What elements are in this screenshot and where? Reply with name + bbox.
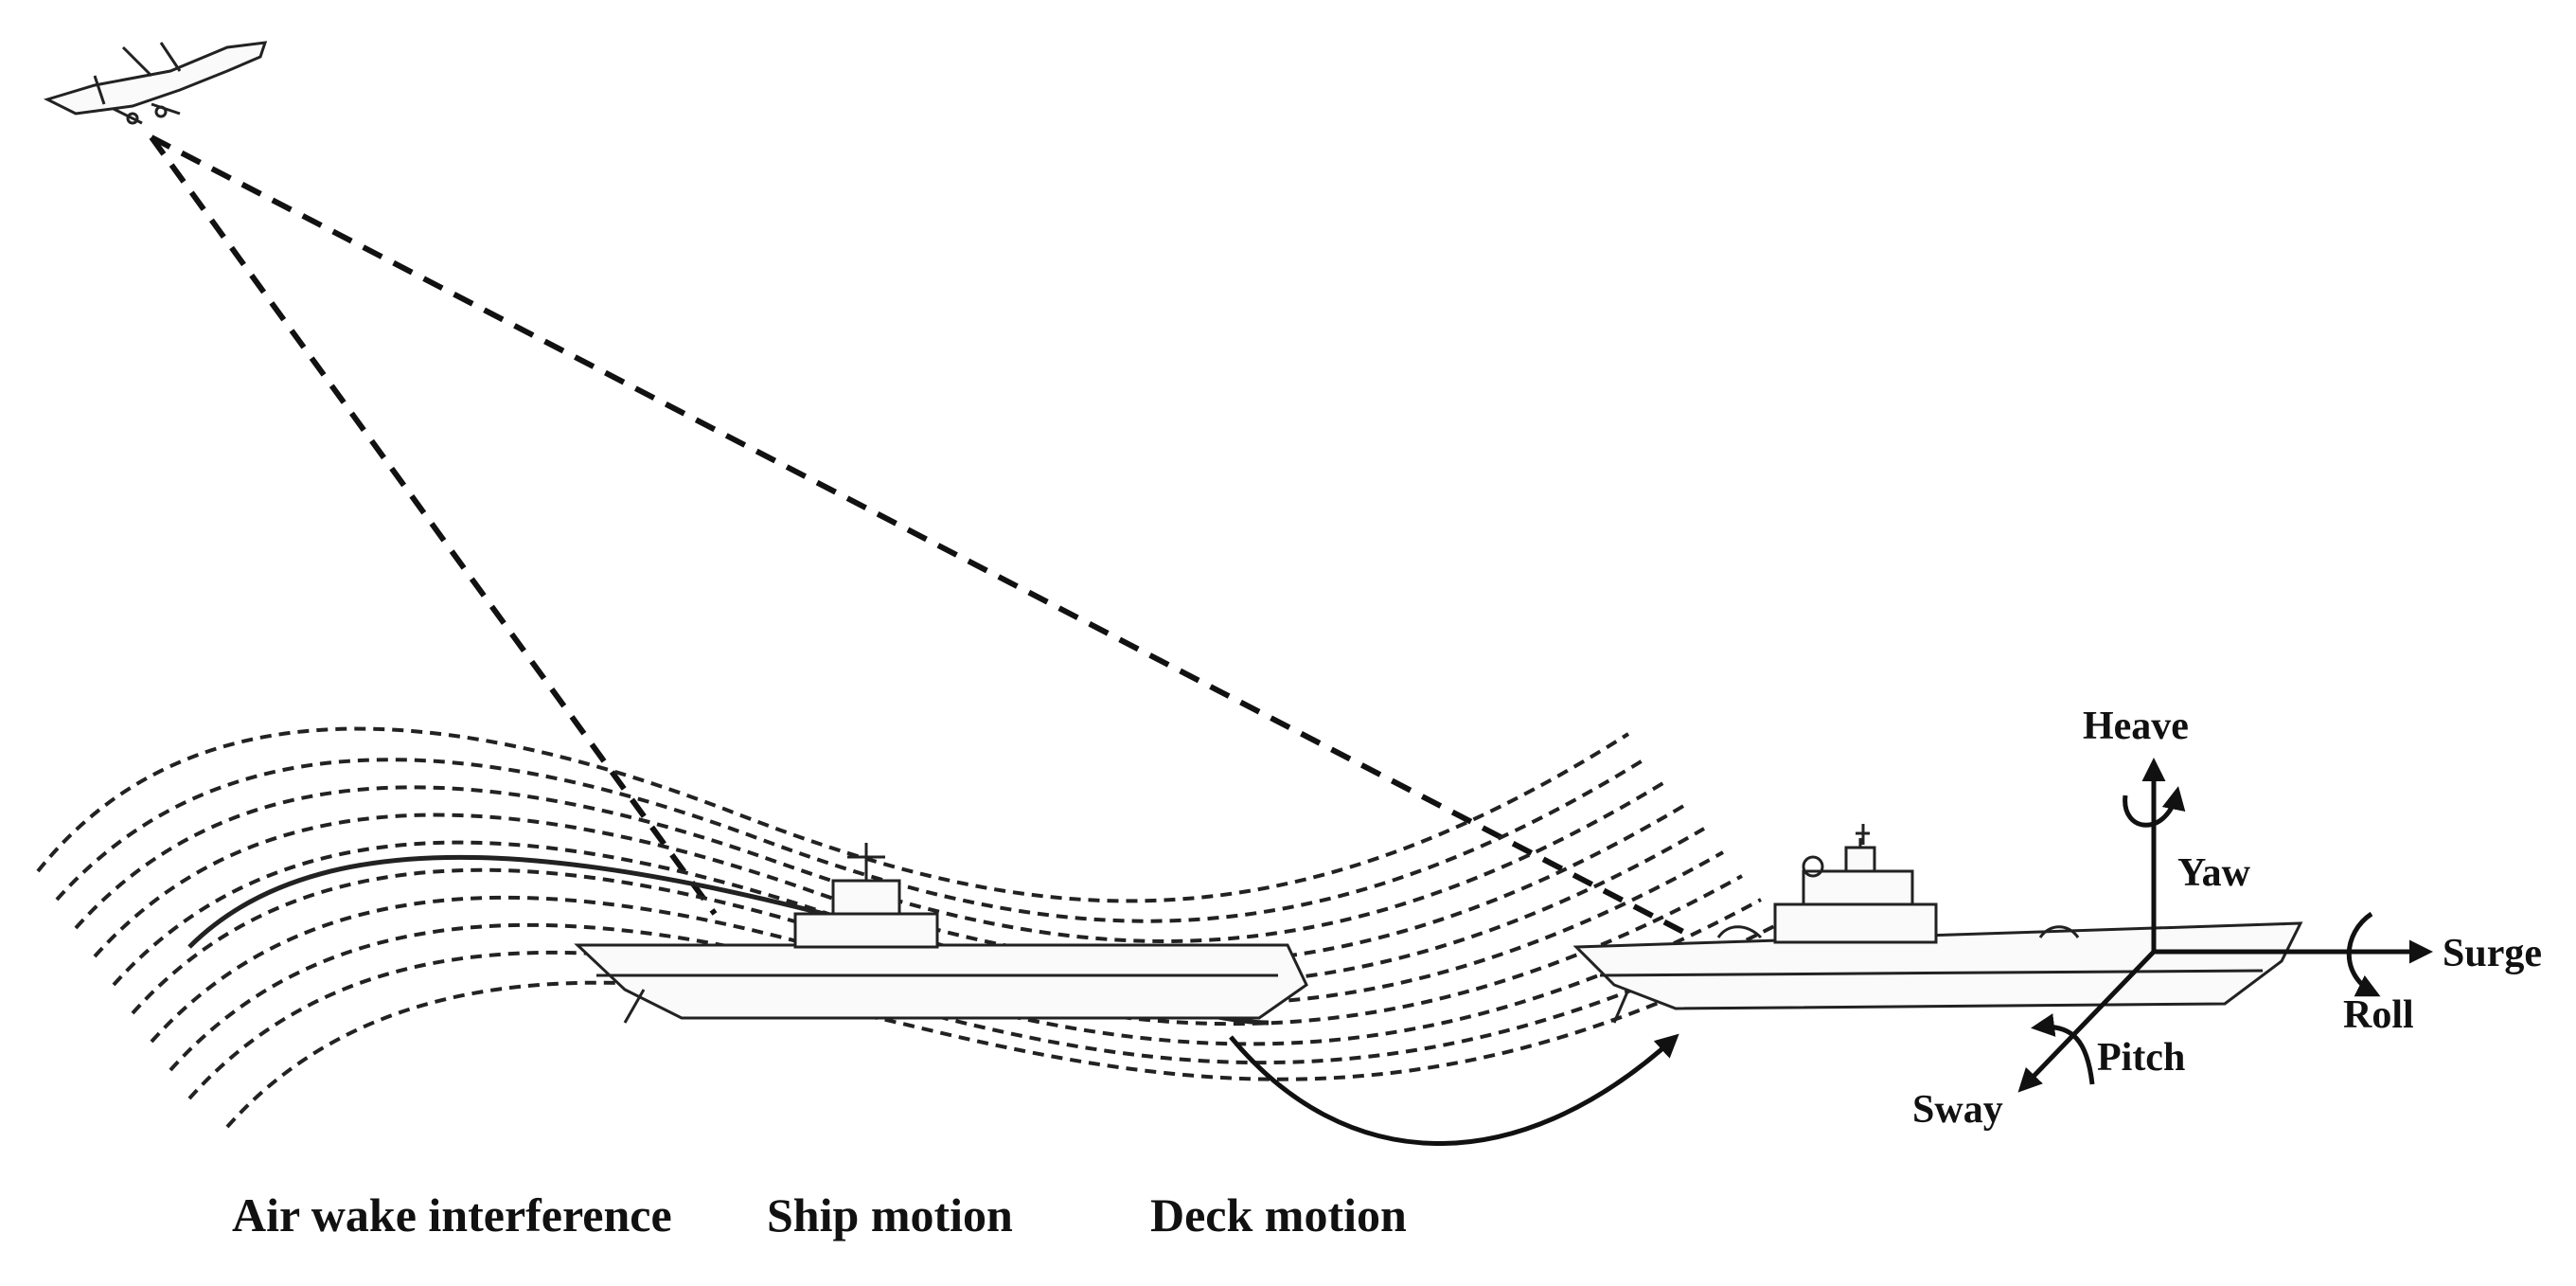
caption-air-wake: Air wake interference [232,1188,672,1241]
aircraft-icon [43,41,268,125]
ship-motion-arrow [1229,1033,1679,1146]
sight-lines [149,134,1687,936]
label-roll: Roll [2343,993,2414,1037]
label-heave: Heave [2083,705,2189,748]
deck-motion-axes [2017,758,2433,1093]
label-sway: Sway [1912,1088,2003,1132]
label-pitch: Pitch [2097,1036,2185,1080]
label-surge: Surge [2443,932,2542,975]
carrier-icon [574,843,1308,1024]
caption-ship-motion: Ship motion [767,1188,1013,1241]
air-wake-streamlines [36,726,1781,1129]
caption-deck-motion: Deck motion [1150,1188,1407,1241]
label-yaw: Yaw [2177,851,2251,895]
